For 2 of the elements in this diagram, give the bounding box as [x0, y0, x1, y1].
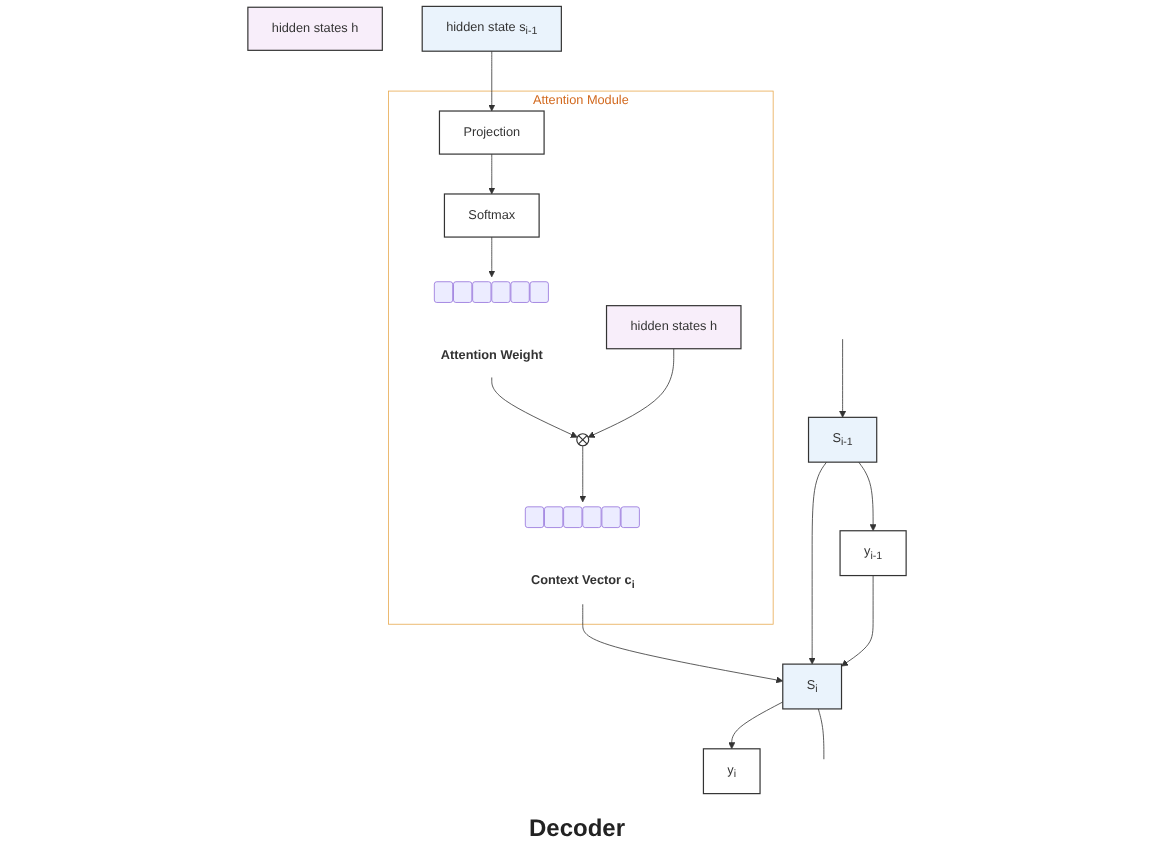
connector — [817, 708, 825, 760]
section-label: Decoder — [528, 814, 626, 842]
